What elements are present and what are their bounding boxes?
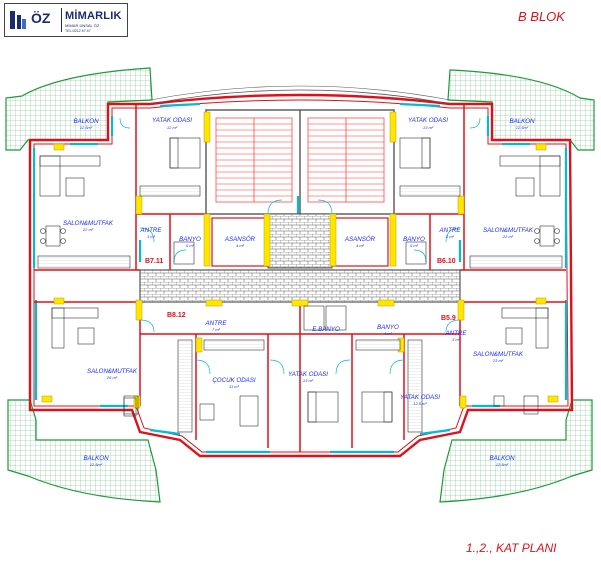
- plan-title: 1.,2., KAT PLANI: [466, 541, 557, 555]
- wardrobe-n2: [399, 185, 461, 197]
- coffee-table-se: [505, 327, 523, 345]
- dining-table-ne: [539, 225, 555, 247]
- kitchen-counter-ne: [469, 255, 563, 269]
- wardrobe-child: [203, 339, 265, 351]
- logo-phone: TEL:0212 47 47: [65, 29, 91, 33]
- furniture: [37, 137, 563, 433]
- coffee-table-ne: [515, 177, 535, 197]
- room-area: 12.5m²: [515, 125, 529, 130]
- room-area: 4 m²: [356, 243, 364, 248]
- roof-arc: [149, 89, 451, 105]
- sofa-ne: [539, 155, 561, 197]
- balcony-sw: [7, 399, 161, 503]
- logo-divider: [61, 8, 62, 32]
- room-label: BALKON: [83, 455, 109, 462]
- room-area: 11 m²: [229, 384, 239, 389]
- room-area: 3 m²: [446, 234, 454, 239]
- room-label: ANTRE: [445, 330, 467, 337]
- room-area: 5 m²: [410, 243, 418, 248]
- bed-s1: [307, 391, 339, 423]
- room-label: BALKON: [489, 455, 515, 462]
- bed-n2: [399, 137, 431, 169]
- room-label: BALKON: [73, 118, 99, 125]
- block-title: B BLOK: [518, 9, 565, 24]
- dining-table-se: [523, 395, 539, 415]
- dining-table-nw: [45, 225, 61, 247]
- room-label: ASANSÖR: [344, 236, 376, 243]
- wardrobe-s: [355, 339, 401, 351]
- room-area: 12.5m²: [495, 462, 509, 467]
- room-label: BANYO: [377, 324, 399, 331]
- room-label: SALON&MUTFAK: [86, 368, 138, 375]
- sofa-nw: [39, 155, 61, 197]
- kitchen-counter-se: [407, 339, 423, 433]
- balcony-nw: [5, 67, 153, 151]
- room-area: 13 m²: [422, 125, 434, 130]
- room-label: ANTRE: [439, 227, 461, 234]
- corridor-main: [139, 269, 461, 303]
- bed-child: [239, 395, 259, 427]
- room-area: 3 m²: [452, 337, 460, 342]
- logo-subtitle: MİMAR ÜNSAL ÖZ: [65, 23, 100, 28]
- coffee-table-sw: [77, 327, 95, 345]
- sofa-se: [535, 307, 549, 349]
- room-area: 26 m²: [106, 375, 118, 380]
- room-label: SALON&MUTFAK: [482, 227, 534, 234]
- bathtub-e: [303, 305, 325, 331]
- bed-n1: [169, 137, 201, 169]
- bathtub-se: [325, 305, 347, 331]
- room-area: 7 m²: [212, 327, 220, 332]
- room-label: ASANSÖR: [224, 236, 256, 243]
- room-area: 23 m²: [492, 358, 504, 363]
- balcony-ne: [447, 69, 595, 151]
- unit-tag: B8.12: [167, 312, 186, 319]
- room-area: 12.5 m²: [413, 401, 427, 406]
- room-label: ÇOCUK ODASI: [212, 377, 256, 384]
- sofa-sw: [51, 307, 65, 349]
- room-area: 12 m²: [166, 125, 178, 130]
- room-area: 22 m²: [502, 234, 514, 239]
- unit-tag: B6.10: [437, 258, 456, 265]
- balcony-se: [439, 399, 593, 503]
- room-label: SALON&MUTFAK: [472, 351, 524, 358]
- room-label: BANYO: [403, 236, 425, 243]
- room-label: YATAK ODASI: [400, 394, 440, 401]
- bathtub-ne: [405, 241, 427, 265]
- windows: [32, 102, 568, 454]
- room-label: YATAK ODASI: [152, 117, 192, 124]
- room-area: 12.5m²: [79, 125, 93, 130]
- room-label: SALON&MUTFAK: [62, 220, 114, 227]
- room-area: 13 m²: [302, 378, 314, 383]
- bathtub-nw: [173, 241, 195, 265]
- room-label: YATAK ODASI: [408, 117, 448, 124]
- kitchen-counter-nw: [37, 255, 131, 269]
- room-area: 3 m²: [147, 234, 155, 239]
- kitchen-counter-sw: [177, 339, 193, 433]
- bed-s2: [361, 391, 393, 423]
- room-label: ANTRE: [140, 227, 162, 234]
- unit-tag: B7.11: [145, 258, 164, 265]
- room-label: ANTRE: [205, 320, 227, 327]
- columns: [41, 111, 559, 409]
- room-label: BALKON: [509, 118, 535, 125]
- wardrobe-n1: [139, 185, 201, 197]
- balconies: [5, 67, 595, 503]
- corridor-upper: [267, 213, 333, 269]
- room-label: YATAK ODASI: [288, 371, 328, 378]
- room-label: BANYO: [179, 236, 201, 243]
- logo-brand-right: MİMARLIK: [65, 10, 122, 22]
- room-area: 4 m²: [384, 331, 392, 336]
- core-walls: [205, 109, 395, 215]
- room-area: 12.5m²: [89, 462, 103, 467]
- room-area: 22 m²: [82, 227, 94, 232]
- unit-tag: B5.9: [441, 315, 456, 322]
- logo-brand-left: ÖZ: [31, 10, 51, 26]
- coffee-table-nw: [65, 177, 85, 197]
- room-area: 5 m²: [186, 243, 194, 248]
- company-logo: ÖZ MİMARLIK MİMAR ÜNSAL ÖZ TEL:0212 47 4…: [4, 3, 128, 37]
- room-label: E.BANYO: [312, 326, 340, 333]
- logo-mark-icon: [10, 11, 26, 29]
- room-area: 4 m²: [236, 243, 244, 248]
